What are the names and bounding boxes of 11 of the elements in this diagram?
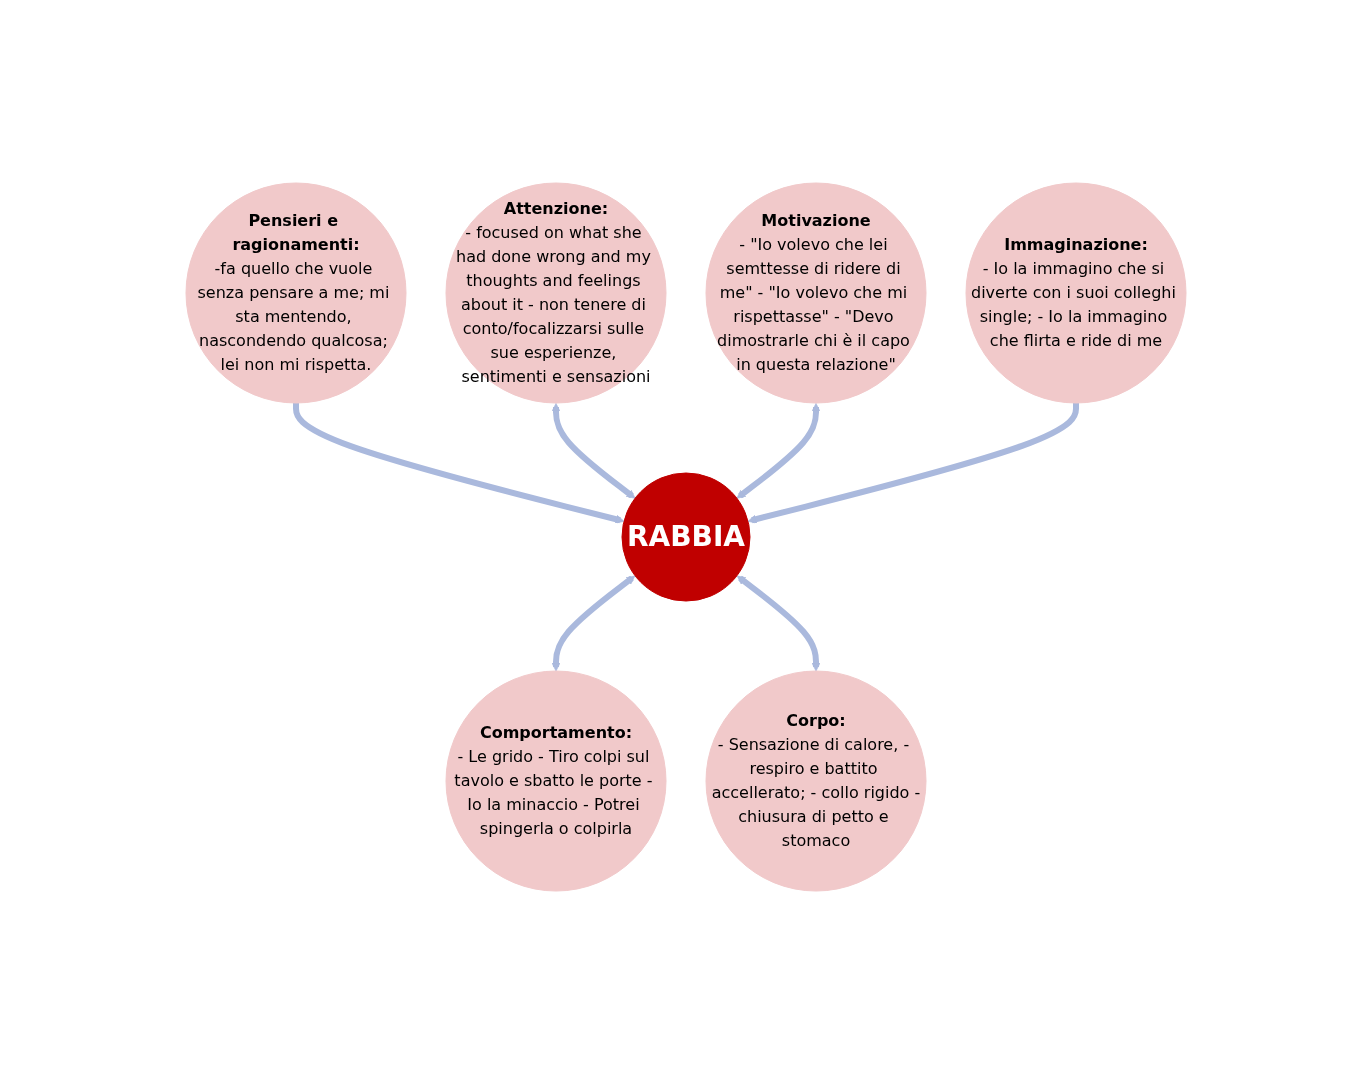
node-circle: Motivazione - "Io volevo che lei semttesse di ridere di me" - "Io volevo che mi rispettasse" - "Devo dimostrarle chi è il capo in questa relazione" [705, 182, 926, 404]
node-circle: Immaginazione: - Io la immagino che si diverte con i suoi colleghi single; - Io la immagino che flirta e ride di me [965, 182, 1186, 404]
node-circle: Pensieri e ragionamenti: -fa quello che vuole senza pensare a me; mi sta mentendo, nascondendo qualcosa; lei non mi rispetta. [185, 182, 406, 404]
arrow [551, 575, 635, 672]
node-circle: Corpo: - Sensazione di calore, - respiro e battito accellerato; - collo rigido -chiusura di petto e stomaco [705, 670, 926, 892]
arrow [736, 575, 820, 672]
arrow [551, 403, 635, 499]
node-circle: RABBIA [621, 472, 750, 602]
node-circle: Comportamento: - Le grido - Tiro colpi sul tavolo e sbatto le porte - Io la minaccio - Potrei spingerla o colpirla [445, 670, 666, 892]
arrow [736, 403, 820, 499]
node-circle: Attenzione: - focused on what she had done wrong and my thoughts and feelings about it - non tenere di conto/focalizzarsi sulle sue esperienze, sentimenti e sensazioni [445, 182, 666, 404]
